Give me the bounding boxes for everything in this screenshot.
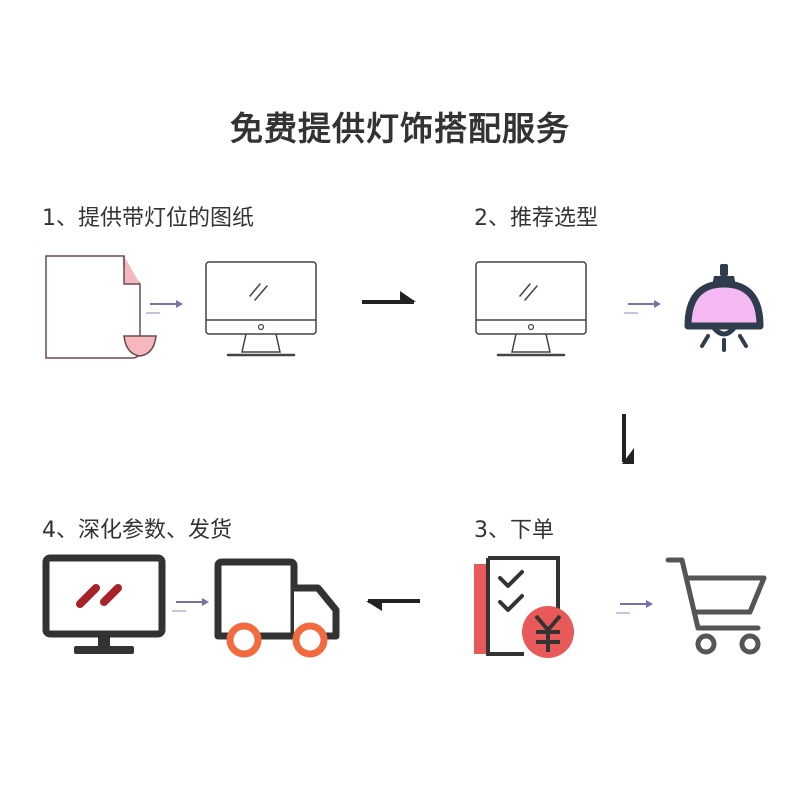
delivery-truck-icon xyxy=(214,558,340,658)
big-arrow-right xyxy=(362,291,416,304)
design-monitor-icon xyxy=(42,554,166,654)
shopping-cart-icon xyxy=(665,557,767,655)
monitor-icon-2 xyxy=(475,261,587,357)
big-arrow-left xyxy=(366,599,420,611)
step-2-label: 2、推荐选型 xyxy=(474,206,598,231)
document-icon xyxy=(45,255,157,359)
small-arrow-1 xyxy=(146,300,183,314)
page-title: 免费提供灯饰搭配服务 xyxy=(230,109,570,148)
step-1-label: 1、提供带灯位的图纸 xyxy=(42,206,254,231)
lamp-icon xyxy=(684,264,764,352)
small-arrow-3 xyxy=(616,600,653,614)
big-arrow-down xyxy=(622,414,634,464)
monitor-icon xyxy=(205,261,317,357)
step-4-label: 4、深化参数、发货 xyxy=(42,518,232,543)
order-invoice-icon xyxy=(474,556,574,658)
small-arrow-4 xyxy=(172,598,209,612)
small-arrow-2 xyxy=(624,300,661,314)
step-3-label: 3、下单 xyxy=(474,518,554,543)
